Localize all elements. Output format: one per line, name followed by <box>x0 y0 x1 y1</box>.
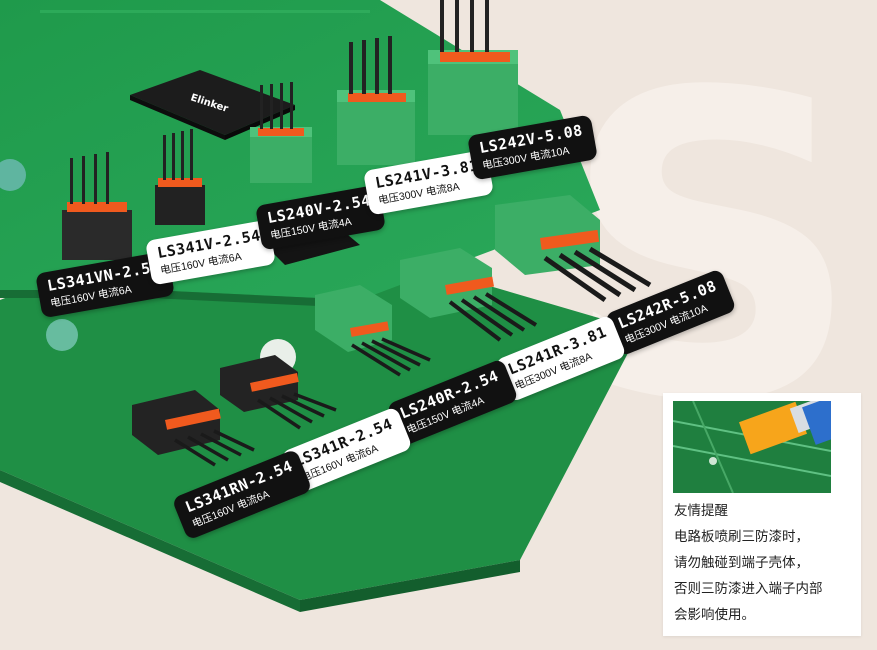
notice-title: 友情提醒 <box>674 503 728 518</box>
notice-card: 友情提醒 电路板喷刷三防漆时， 请勿触碰到端子壳体， 否则三防漆进入端子内部 会… <box>663 393 861 636</box>
notice-line: 会影响使用。 <box>674 607 755 622</box>
notice-line: 请勿触碰到端子壳体， <box>674 555 809 570</box>
notice-line: 否则三防漆进入端子内部 <box>674 581 823 596</box>
right-angle-connectors <box>132 195 652 467</box>
brush-pcb-photo <box>673 401 831 493</box>
notice-line: 电路板喷刷三防漆时， <box>674 529 809 544</box>
notice-body: 电路板喷刷三防漆时， 请勿触碰到端子壳体， 否则三防漆进入端子内部 会影响使用。 <box>674 524 823 628</box>
vertical-connectors <box>62 0 518 260</box>
background-decoration: S <box>560 5 863 494</box>
